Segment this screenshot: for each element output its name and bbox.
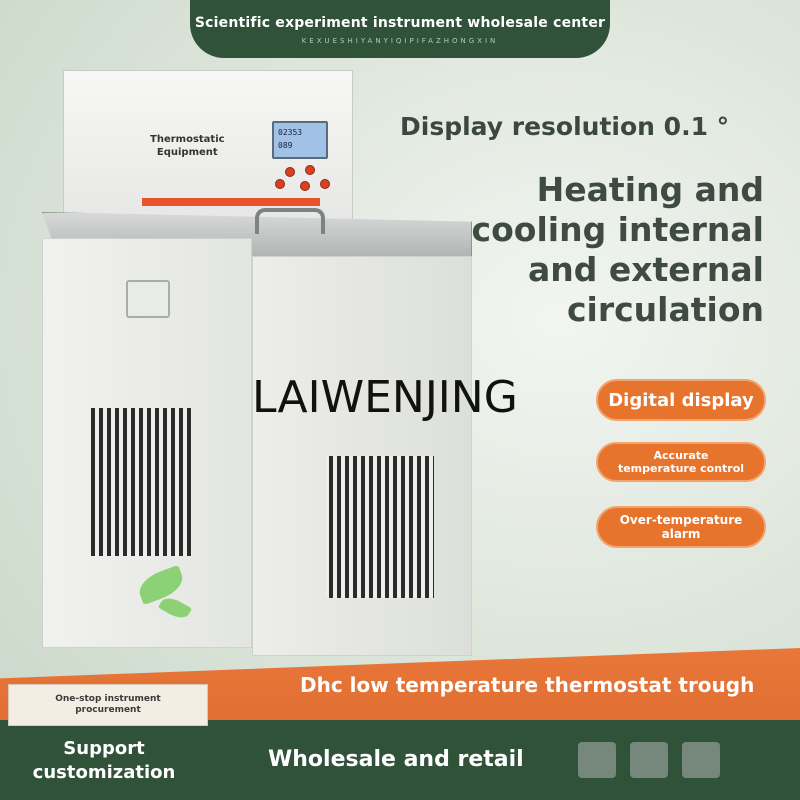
procurement-tag: One-stop instrument procurement bbox=[8, 684, 208, 726]
product-thumbnail bbox=[578, 742, 616, 778]
control-knob-icon bbox=[320, 179, 330, 189]
lcd-line1: 02353 bbox=[278, 128, 303, 137]
control-knob-icon bbox=[275, 179, 285, 189]
headline-line: and external bbox=[527, 250, 764, 289]
feature-label-line1: Over-temperature bbox=[619, 513, 743, 527]
product-title: Dhc low temperature thermostat trough bbox=[300, 673, 755, 697]
vent-grille-left bbox=[88, 408, 192, 556]
support-line2: customization bbox=[32, 762, 176, 783]
device-label-line2: Equipment bbox=[156, 147, 218, 158]
feature-label-line2: temperature control bbox=[617, 462, 745, 475]
support-line1: Support bbox=[63, 738, 145, 759]
control-knob-icon bbox=[300, 181, 310, 191]
tag-line2: procurement bbox=[75, 705, 141, 715]
feature-digital-display: Digital display bbox=[596, 379, 766, 421]
feature-label-line1: Accurate bbox=[653, 449, 709, 462]
device-label: Thermostatic Equipment bbox=[150, 133, 225, 159]
side-handle-slot bbox=[126, 280, 170, 318]
feature-over-temperature-alarm: Over-temperature alarm bbox=[596, 506, 766, 548]
red-strip bbox=[142, 198, 320, 206]
headline: Heating and cooling internal and externa… bbox=[420, 170, 764, 330]
header-subtitle: KEXUESHIYANYIQIPIFAZHONGXIN bbox=[301, 37, 499, 45]
product-thumbnail bbox=[630, 742, 668, 778]
headline-line: Heating and bbox=[536, 170, 764, 209]
header-title: Scientific experiment instrument wholesa… bbox=[194, 15, 606, 31]
product-thumbnail bbox=[682, 742, 720, 778]
tag-line1: One-stop instrument bbox=[55, 694, 161, 704]
thumbnail-strip bbox=[578, 742, 720, 778]
control-knob-icon bbox=[285, 167, 295, 177]
vent-grille-right bbox=[326, 456, 434, 598]
control-box: Thermostatic Equipment 02353 089 bbox=[63, 70, 353, 220]
thermostat-device-image: Thermostatic Equipment 02353 089 bbox=[30, 70, 490, 660]
headline-line: circulation bbox=[566, 290, 764, 329]
lid-handle bbox=[255, 208, 325, 234]
device-label-line1: Thermostatic bbox=[150, 134, 225, 145]
support-customization: Support customization bbox=[14, 737, 194, 785]
feature-label-line2: alarm bbox=[661, 527, 701, 541]
watermark-text: LAIWENJING bbox=[252, 372, 518, 423]
header-banner: Scientific experiment instrument wholesa… bbox=[190, 0, 610, 58]
display-resolution-text: Display resolution 0.1 ° bbox=[400, 112, 730, 141]
lcd-display: 02353 089 bbox=[272, 121, 328, 159]
control-knob-icon bbox=[305, 165, 315, 175]
headline-line: cooling internal bbox=[471, 210, 764, 249]
lcd-line2: 089 bbox=[278, 141, 293, 150]
feature-accurate-temperature: Accurate temperature control bbox=[596, 442, 766, 482]
feature-label: Digital display bbox=[608, 389, 754, 411]
wholesale-retail-text: Wholesale and retail bbox=[268, 747, 524, 772]
